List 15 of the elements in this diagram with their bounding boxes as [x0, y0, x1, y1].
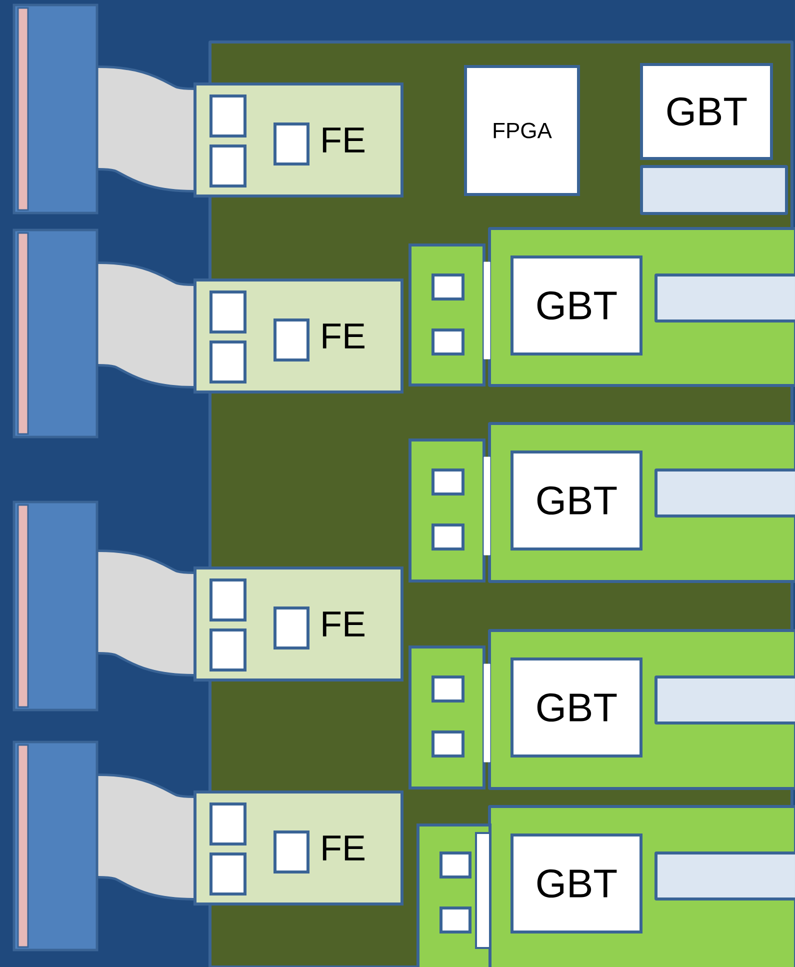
connector-slot [654, 676, 795, 724]
ribbon-cable [96, 774, 196, 900]
gbt-chip: GBT [510, 450, 642, 550]
connector-slot [654, 468, 795, 518]
fpga-chip: FPGA [464, 65, 580, 196]
ribbon-cable [96, 262, 196, 388]
connector-slot [654, 852, 795, 900]
ribbon-cable [96, 66, 196, 192]
gbt-chip: GBT [640, 63, 773, 160]
connector-slot [654, 274, 795, 322]
connector-slot [640, 165, 788, 215]
gbt-chip: GBT [510, 834, 642, 934]
gbt-chip: GBT [510, 658, 642, 758]
ribbon-cable [96, 550, 196, 676]
gbt-chip: GBT [510, 256, 642, 356]
